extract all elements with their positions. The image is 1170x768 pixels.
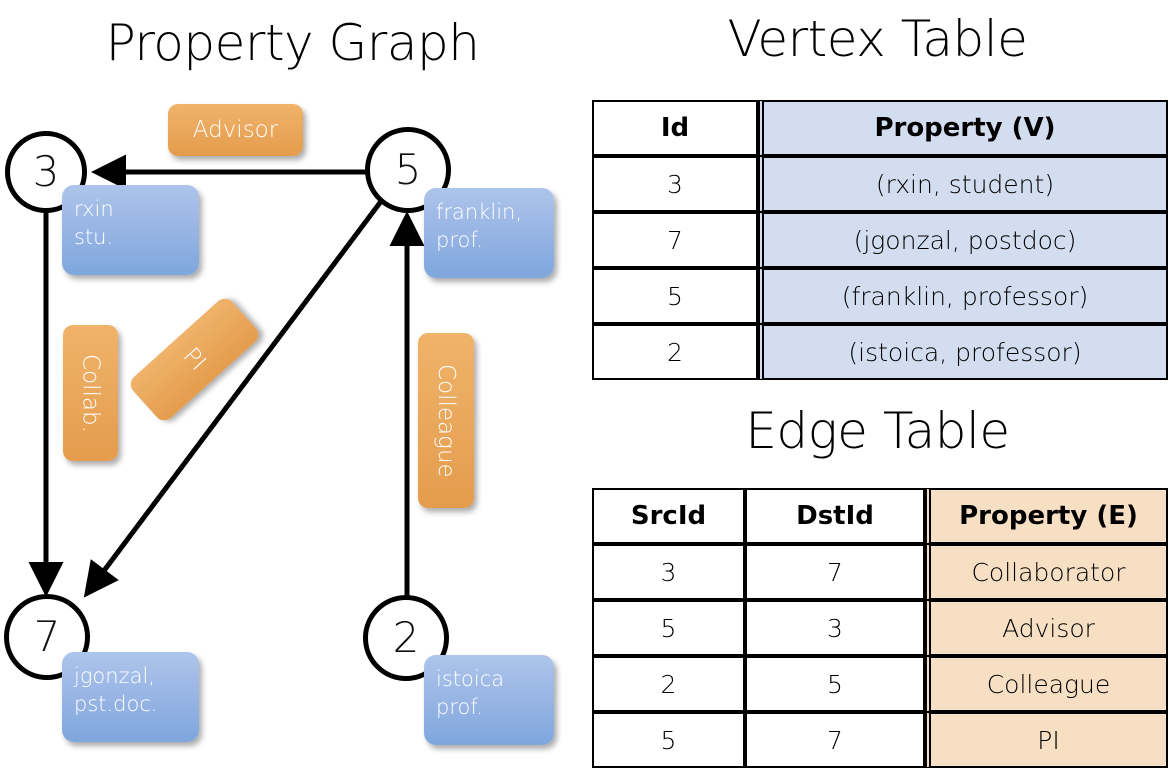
edge-label-colleague[interactable]: Colleague (418, 333, 474, 508)
table-row: 3 (rxin, student) (592, 156, 1168, 212)
vertex-cell-id: 2 (592, 324, 758, 380)
vertex-header-id: Id (592, 100, 758, 156)
vertex-cell-property: (rxin, student) (758, 156, 1168, 212)
edge-cell-srcid: 2 (592, 656, 745, 712)
vertex-cell-property: (franklin, professor) (758, 268, 1168, 324)
vertex-cell-id: 3 (592, 156, 758, 212)
page-title-vertex-table: Vertex Table (727, 10, 1028, 68)
edge-table-header-row: SrcId DstId Property (E) (592, 488, 1168, 544)
table-row: 5 3 Advisor (592, 600, 1168, 656)
edge-pi-5-to-7 (83, 198, 384, 598)
edge-label-collab[interactable]: Collab. (63, 325, 118, 461)
edge-cell-srcid: 5 (592, 600, 745, 656)
graph-node-2-label: 2 (392, 613, 420, 662)
edge-cell-dstid: 3 (745, 600, 925, 656)
page-title-property-graph: Property Graph (105, 14, 480, 72)
edge-header-srcid: SrcId (592, 488, 745, 544)
vertex-cell-property: (istoica, professor) (758, 324, 1168, 380)
edge-cell-property: Advisor (925, 600, 1168, 656)
graph-node-7-property-box[interactable]: jgonzal, pst.doc. (62, 652, 199, 742)
graph-node-3-label: 3 (32, 147, 60, 196)
edge-label-pi-text: PI (177, 343, 212, 376)
edge-table: SrcId DstId Property (E) 3 7 Collaborato… (592, 488, 1168, 768)
vertex-cell-id: 7 (592, 212, 758, 268)
vertex-header-property: Property (V) (758, 100, 1168, 156)
edge-cell-dstid: 7 (745, 544, 925, 600)
vertex-table-header-row: Id Property (V) (592, 100, 1168, 156)
edge-header-dstid: DstId (745, 488, 925, 544)
graph-node-5-property-box[interactable]: franklin, prof. (424, 188, 554, 278)
table-row: 5 (franklin, professor) (592, 268, 1168, 324)
graph-node-7-label: 7 (33, 612, 61, 661)
edge-label-advisor[interactable]: Advisor (168, 104, 303, 156)
edge-cell-property: Colleague (925, 656, 1168, 712)
graph-node-5[interactable]: 5 (365, 127, 451, 213)
vertex-cell-property: (jgonzal, postdoc) (758, 212, 1168, 268)
property-graph-diagram: 3 5 7 2 rxin stu. franklin, prof. jgonza… (0, 0, 585, 760)
edge-cell-srcid: 5 (592, 712, 745, 768)
edge-header-property: Property (E) (925, 488, 1168, 544)
table-row: 3 7 Collaborator (592, 544, 1168, 600)
graph-edges-svg (28, 154, 425, 598)
edge-cell-srcid: 3 (592, 544, 745, 600)
table-row: 7 (jgonzal, postdoc) (592, 212, 1168, 268)
table-row: 2 (istoica, professor) (592, 324, 1168, 380)
table-row: 2 5 Colleague (592, 656, 1168, 712)
edge-cell-dstid: 7 (745, 712, 925, 768)
vertex-table: Id Property (V) 3 (rxin, student) 7 (jgo… (592, 100, 1168, 380)
graph-node-2[interactable]: 2 (363, 595, 449, 681)
page-title-edge-table: Edge Table (745, 402, 1010, 460)
edge-cell-property: Collaborator (925, 544, 1168, 600)
table-row: 5 7 PI (592, 712, 1168, 768)
graph-node-3-property-box[interactable]: rxin stu. (62, 185, 199, 275)
graph-node-5-label: 5 (394, 145, 422, 194)
edge-cell-dstid: 5 (745, 656, 925, 712)
vertex-cell-id: 5 (592, 268, 758, 324)
graph-node-2-property-box[interactable]: istoica prof. (424, 655, 554, 745)
